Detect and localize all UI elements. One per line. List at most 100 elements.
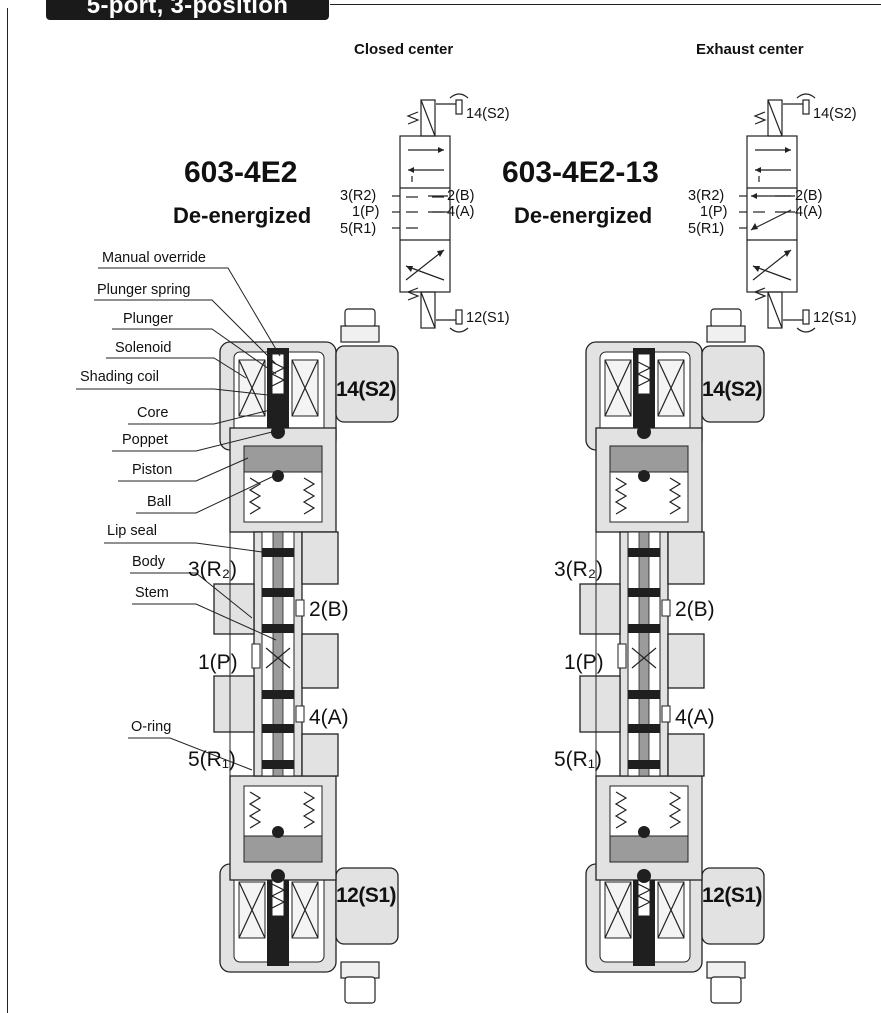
right-lower-piston <box>609 835 689 863</box>
right-port-boss-r2 <box>579 583 621 635</box>
left-symbol-s1-button <box>455 309 463 325</box>
right-symbol-bottom-solenoid-slash <box>767 291 783 329</box>
right-symbol-top-solenoid-slash <box>767 99 783 137</box>
left-upper-ball <box>272 470 284 482</box>
left-bottom-head-plunger-spring <box>270 883 286 909</box>
left-model-number: 603-4E2 <box>184 156 298 189</box>
leader-ball <box>136 475 275 514</box>
right-symbol-b: 2(B) <box>795 188 823 204</box>
left-coil-bottom-label: 12(S1) <box>336 884 397 907</box>
left-symbol-bottom-spring <box>406 287 420 301</box>
right-port-boss-mid-right <box>667 633 705 689</box>
right-port-r2: 3(R₂) <box>554 558 603 581</box>
left-port-boss-r2 <box>213 583 255 635</box>
right-symbol-s1-button <box>802 309 810 325</box>
left-symbol-r1: 5(R1) <box>340 221 377 237</box>
part-label-shading-coil: Shading coil <box>80 369 159 385</box>
right-valve-section <box>579 308 765 1004</box>
right-symbol-top-spring <box>753 111 767 125</box>
left-symbol-bottom-arrowhead-2 <box>406 266 413 272</box>
part-label-lip-seal: Lip seal <box>107 523 157 539</box>
left-top-head-plunger <box>271 353 285 395</box>
part-label-ball: Ball <box>147 494 172 510</box>
left-top-head-connector <box>335 345 399 423</box>
right-model-number: 603-4E2-13 <box>502 156 659 189</box>
right-symbol-s1-cap <box>796 327 816 333</box>
right-bottom-head-connector <box>701 867 765 945</box>
left-lower-ball <box>272 826 284 838</box>
left-symbol-top-solenoid-slash <box>420 99 436 137</box>
right-symbol-p: 1(P) <box>700 204 728 220</box>
left-symbol-s1: 12(S1) <box>466 310 510 326</box>
frame-top-rule <box>330 4 881 5</box>
right-top-head-coil-right-cross <box>657 359 685 417</box>
section-title: 5-port, 3-position <box>86 0 289 19</box>
left-upper-spring-right <box>302 477 316 515</box>
right-symbol-top-arrowhead-1 <box>785 147 791 153</box>
left-symbol-bottom-arrowhead-1 <box>437 250 444 257</box>
leader-o-ring <box>128 737 253 771</box>
left-lip-seal-4 <box>262 690 294 699</box>
left-symbol-a: 4(A) <box>447 204 475 220</box>
right-lower-poppet <box>637 869 651 883</box>
right-lip-seal-2 <box>628 588 660 597</box>
left-bottom-gland <box>344 976 376 1004</box>
right-port-r1: 5(R₁) <box>554 748 602 771</box>
left-top-gland <box>344 308 376 328</box>
right-coil-top-label: 14(S2) <box>702 378 763 401</box>
leader-piston <box>118 457 249 482</box>
left-lower-poppet <box>271 869 285 883</box>
left-lip-seal-2 <box>262 588 294 597</box>
leader-plunger-spring <box>94 299 277 365</box>
right-symbol-s2-cap <box>796 93 816 99</box>
right-port-boss-top-right <box>667 531 705 585</box>
right-upper-ball <box>638 470 650 482</box>
left-lip-seal-3 <box>262 624 294 633</box>
right-symbol-mid-arrowhead-a <box>751 223 758 230</box>
right-upper-piston <box>609 445 689 473</box>
left-stem <box>272 531 284 777</box>
right-lip-seal-1 <box>628 548 660 557</box>
left-lip-seal-5 <box>262 724 294 733</box>
left-symbol-bottom-arrow-2 <box>405 265 445 281</box>
left-upper-poppet <box>271 425 285 439</box>
leader-solenoid <box>106 357 247 379</box>
right-port-opening-b <box>661 599 671 617</box>
right-symbol-r2: 3(R2) <box>688 188 725 204</box>
right-upper-spring-left <box>614 477 628 515</box>
part-label-plunger-spring: Plunger spring <box>97 282 191 298</box>
left-lower-piston <box>243 835 323 863</box>
left-upper-spring-left <box>248 477 262 515</box>
left-coil-top-label: 14(S2) <box>336 378 397 401</box>
right-lower-ball <box>638 826 650 838</box>
part-label-o-ring: O-ring <box>131 719 172 735</box>
right-port-p: 1(P) <box>564 651 604 674</box>
part-label-piston: Piston <box>132 462 173 478</box>
leader-body <box>130 572 253 619</box>
part-label-solenoid: Solenoid <box>115 340 172 356</box>
right-upper-spring-right <box>668 477 682 515</box>
right-port-opening-a <box>661 705 671 723</box>
left-port-r1: 5(R₁) <box>188 748 236 771</box>
right-symbol-a: 4(A) <box>795 204 823 220</box>
part-label-core: Core <box>137 405 169 421</box>
right-top-gland <box>710 308 742 328</box>
part-label-plunger: Plunger <box>123 311 173 327</box>
left-lower-spring-right <box>302 791 316 829</box>
part-label-poppet: Poppet <box>122 432 168 448</box>
right-symbol-mid-arrowhead-b <box>751 193 757 199</box>
part-callout-leaders <box>76 267 281 771</box>
left-bottom-head-connector <box>335 867 399 945</box>
right-stem <box>638 531 650 777</box>
right-lip-seal-5 <box>628 724 660 733</box>
left-symbol-b: 2(B) <box>447 188 475 204</box>
left-symbol-s2-cap <box>449 93 469 99</box>
right-port-boss-r1 <box>579 675 621 733</box>
right-top-head-plunger <box>637 353 651 395</box>
right-lip-seal-6 <box>628 760 660 769</box>
right-top-head-plunger-spring <box>636 361 652 387</box>
right-top-head-connector <box>701 345 765 423</box>
left-port-opening-b <box>295 599 305 617</box>
right-symbol-mid-flow-a <box>750 209 792 231</box>
